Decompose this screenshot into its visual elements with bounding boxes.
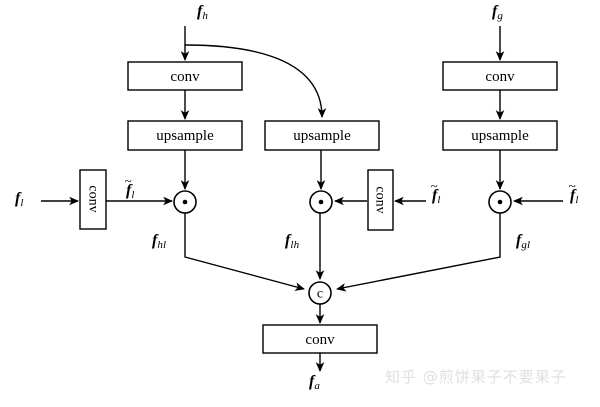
block-conv-h-label: conv [170, 69, 200, 85]
edge-fh-bypass-curve [184, 44, 327, 118]
block-upsample-h[interactable]: upsample [127, 120, 243, 151]
label-f-g: fg [492, 3, 504, 22]
block-upsample-h-label: upsample [156, 128, 214, 144]
block-conv-l-mid[interactable]: conv [367, 169, 394, 231]
label-f-lh: flh [285, 232, 300, 251]
label-f-hl: fhl [152, 232, 167, 251]
block-conv-l-mid-label: conv [373, 186, 388, 213]
block-conv-h[interactable]: conv [127, 61, 243, 91]
label-f-l-tilde-left: ~fl [124, 172, 135, 201]
block-upsample-g-label: upsample [471, 128, 529, 144]
block-conv-out-label: conv [305, 332, 335, 348]
edge-group [41, 26, 563, 372]
block-conv-out[interactable]: conv [262, 324, 378, 354]
node-concat[interactable]: c [308, 281, 332, 305]
block-conv-g[interactable]: conv [442, 61, 558, 91]
node-mul-gl[interactable] [488, 190, 512, 214]
block-conv-l-left-label: conv [86, 185, 101, 212]
label-f-gl: fgl [516, 232, 531, 251]
edge-f-gl-to-concat [336, 213, 501, 292]
node-concat-glyph: c [317, 287, 323, 302]
label-f-l-left: fl [15, 190, 24, 209]
label-f-a: fa [309, 373, 321, 392]
label-f-l-tilde-mid: ~fl [430, 177, 441, 206]
block-group: conv conv upsample upsample upsample con [79, 61, 558, 354]
node-mul-hl[interactable] [173, 190, 197, 214]
block-upsample-g[interactable]: upsample [442, 120, 558, 151]
node-mul-lh[interactable] [309, 190, 333, 214]
block-conv-g-label: conv [485, 69, 515, 85]
block-conv-l-left[interactable]: conv [79, 169, 107, 230]
node-group: c [173, 190, 512, 305]
label-f-l-tilde-right: ~fl [568, 177, 579, 206]
watermark-text: 知乎 @煎饼果子不要果子 [385, 368, 567, 386]
label-f-h: fh [197, 3, 209, 22]
edge-f-hl-to-concat [184, 213, 305, 291]
block-upsample-mid-label: upsample [293, 128, 351, 144]
block-upsample-mid[interactable]: upsample [264, 120, 380, 151]
